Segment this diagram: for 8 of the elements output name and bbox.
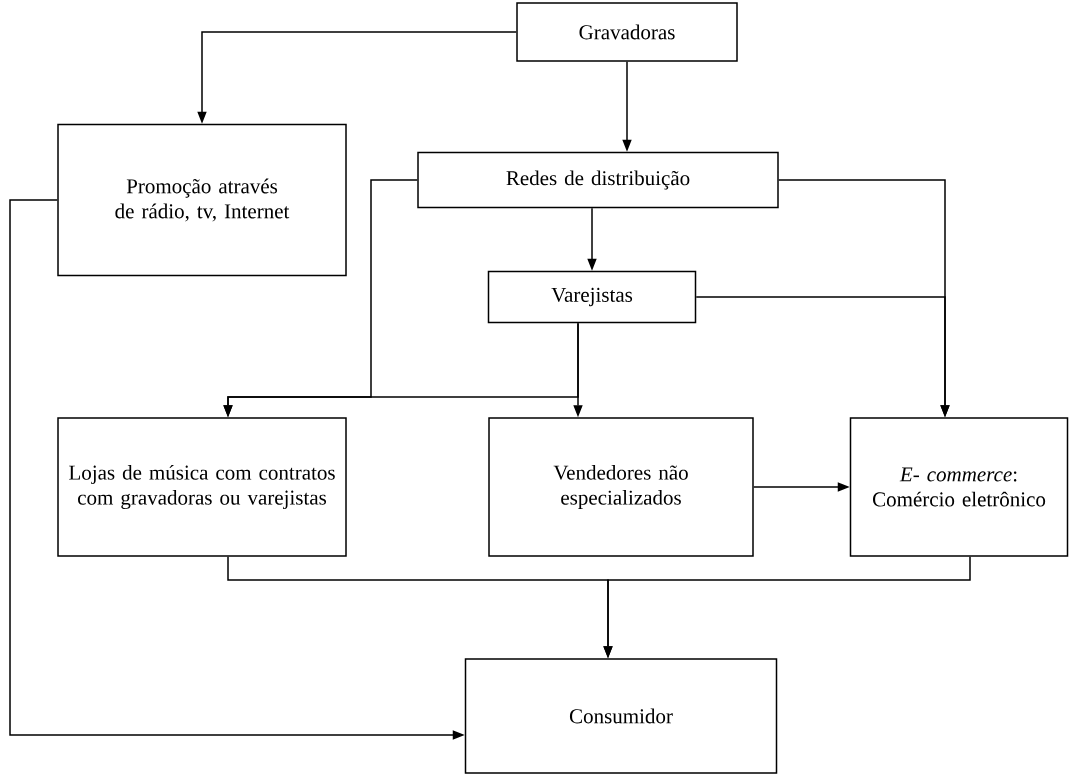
- process-box: Vendedores não especializados: [488, 417, 754, 557]
- process-box: Consumidor: [464, 658, 778, 774]
- process-box: Gravadoras: [516, 2, 738, 62]
- process-box: Varejistas: [487, 270, 697, 324]
- process-box: E- commerce: Comércio eletrônico: [849, 417, 1069, 557]
- process-box: Redes de distribuição: [417, 151, 779, 209]
- process-box: Promoção através de rádio, tv, Internet: [57, 123, 347, 277]
- process-box: Lojas de música com contratos com gravadoras ou varejistas: [57, 417, 347, 557]
